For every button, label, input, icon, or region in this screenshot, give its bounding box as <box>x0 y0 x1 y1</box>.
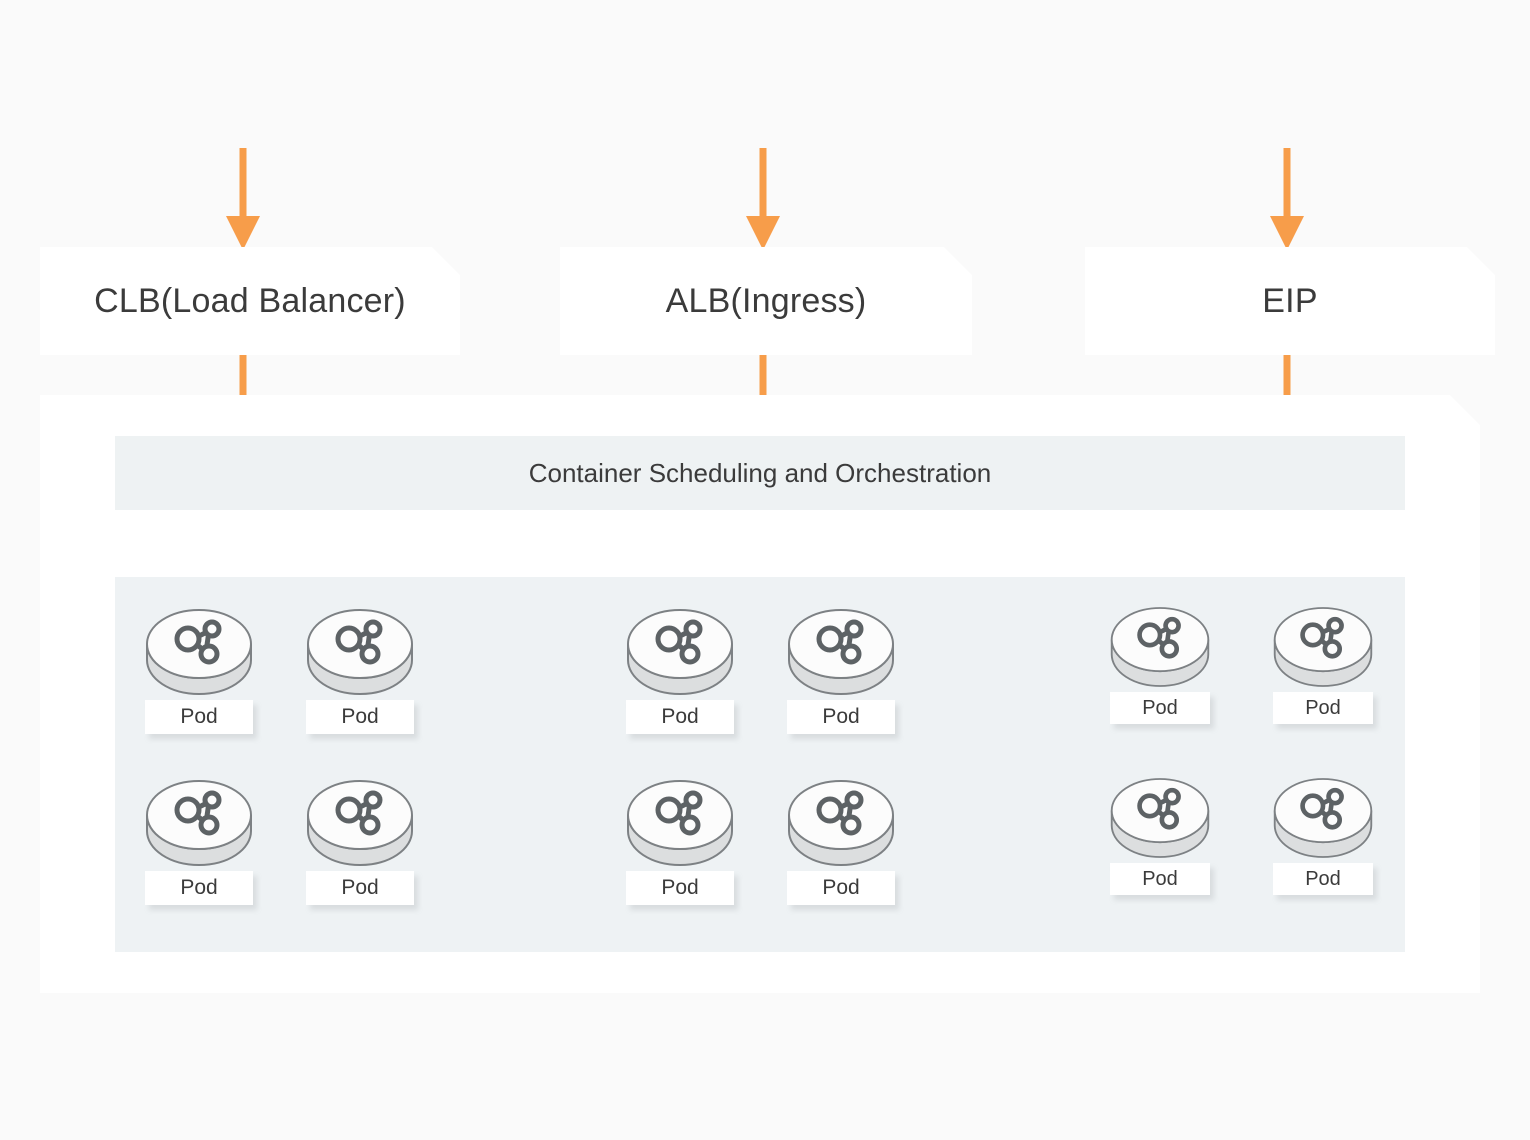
pod-cylinder <box>624 604 736 700</box>
pod-label: Pod <box>145 871 253 905</box>
share-nodes-icon <box>627 780 733 866</box>
pod-node[interactable]: Pod <box>1108 773 1212 895</box>
share-nodes-icon <box>146 780 252 866</box>
pod-label-text: Pod <box>341 876 379 899</box>
share-nodes-icon <box>146 609 252 695</box>
pod-node[interactable]: Pod <box>143 604 255 734</box>
share-nodes-icon <box>1273 607 1373 687</box>
pod-label: Pod <box>1110 863 1210 895</box>
pod-label-text: Pod <box>822 876 860 899</box>
pod-cylinder <box>143 775 255 871</box>
pod-label-text: Pod <box>661 705 699 728</box>
inbound-arrow-alb <box>746 148 780 250</box>
pod-node[interactable]: Pod <box>304 775 416 905</box>
pod-label: Pod <box>1110 692 1210 724</box>
pod-label-text: Pod <box>180 876 218 899</box>
pod-label-text: Pod <box>1305 867 1341 890</box>
pod-node[interactable]: Pod <box>143 775 255 905</box>
pod-cylinder <box>304 604 416 700</box>
inbound-arrow-clb <box>226 148 260 250</box>
share-nodes-icon <box>307 609 413 695</box>
pod-node[interactable]: Pod <box>1108 602 1212 724</box>
pod-node[interactable]: Pod <box>1271 602 1375 724</box>
pod-cylinder <box>785 604 897 700</box>
share-nodes-icon <box>1110 778 1210 858</box>
pod-cylinder <box>624 775 736 871</box>
share-nodes-icon <box>788 780 894 866</box>
pod-label: Pod <box>306 700 414 734</box>
pod-cylinder <box>1108 773 1212 863</box>
pod-label: Pod <box>626 871 734 905</box>
pod-cylinder <box>785 775 897 871</box>
entry-node-eip[interactable]: EIP <box>1085 247 1495 355</box>
scheduling-band-label: Container Scheduling and Orchestration <box>528 457 992 488</box>
pod-label: Pod <box>626 700 734 734</box>
pod-label-text: Pod <box>822 705 860 728</box>
pod-cylinder <box>304 775 416 871</box>
entry-node-alb[interactable]: ALB(Ingress) <box>560 247 972 355</box>
pod-label: Pod <box>306 871 414 905</box>
pod-node[interactable]: Pod <box>624 775 736 905</box>
pod-label-text: Pod <box>1142 696 1178 719</box>
pod-cylinder <box>1271 773 1375 863</box>
pod-label-text: Pod <box>661 876 699 899</box>
pod-cylinder <box>143 604 255 700</box>
share-nodes-icon <box>1273 778 1373 858</box>
share-nodes-icon <box>1110 607 1210 687</box>
pod-label: Pod <box>787 871 895 905</box>
pod-label-text: Pod <box>341 705 379 728</box>
pod-node[interactable]: Pod <box>785 775 897 905</box>
pod-label: Pod <box>1273 692 1373 724</box>
entry-node-alb-label: ALB(Ingress) <box>665 281 867 320</box>
entry-node-eip-label: EIP <box>1262 281 1318 320</box>
pod-label-text: Pod <box>1142 867 1178 890</box>
entry-node-clb-label: CLB(Load Balancer) <box>94 281 406 320</box>
inbound-arrow-eip <box>1270 148 1304 250</box>
scheduling-band: Container Scheduling and Orchestration <box>115 436 1405 510</box>
entry-node-clb[interactable]: CLB(Load Balancer) <box>40 247 460 355</box>
share-nodes-icon <box>627 609 733 695</box>
pod-node[interactable]: Pod <box>304 604 416 734</box>
pod-cylinder <box>1108 602 1212 692</box>
pod-node[interactable]: Pod <box>785 604 897 734</box>
pod-node[interactable]: Pod <box>624 604 736 734</box>
pod-label-text: Pod <box>180 705 218 728</box>
pod-cylinder <box>1271 602 1375 692</box>
pod-label: Pod <box>145 700 253 734</box>
share-nodes-icon <box>788 609 894 695</box>
pod-label-text: Pod <box>1305 696 1341 719</box>
pod-label: Pod <box>1273 863 1373 895</box>
share-nodes-icon <box>307 780 413 866</box>
pod-label: Pod <box>787 700 895 734</box>
pod-node[interactable]: Pod <box>1271 773 1375 895</box>
